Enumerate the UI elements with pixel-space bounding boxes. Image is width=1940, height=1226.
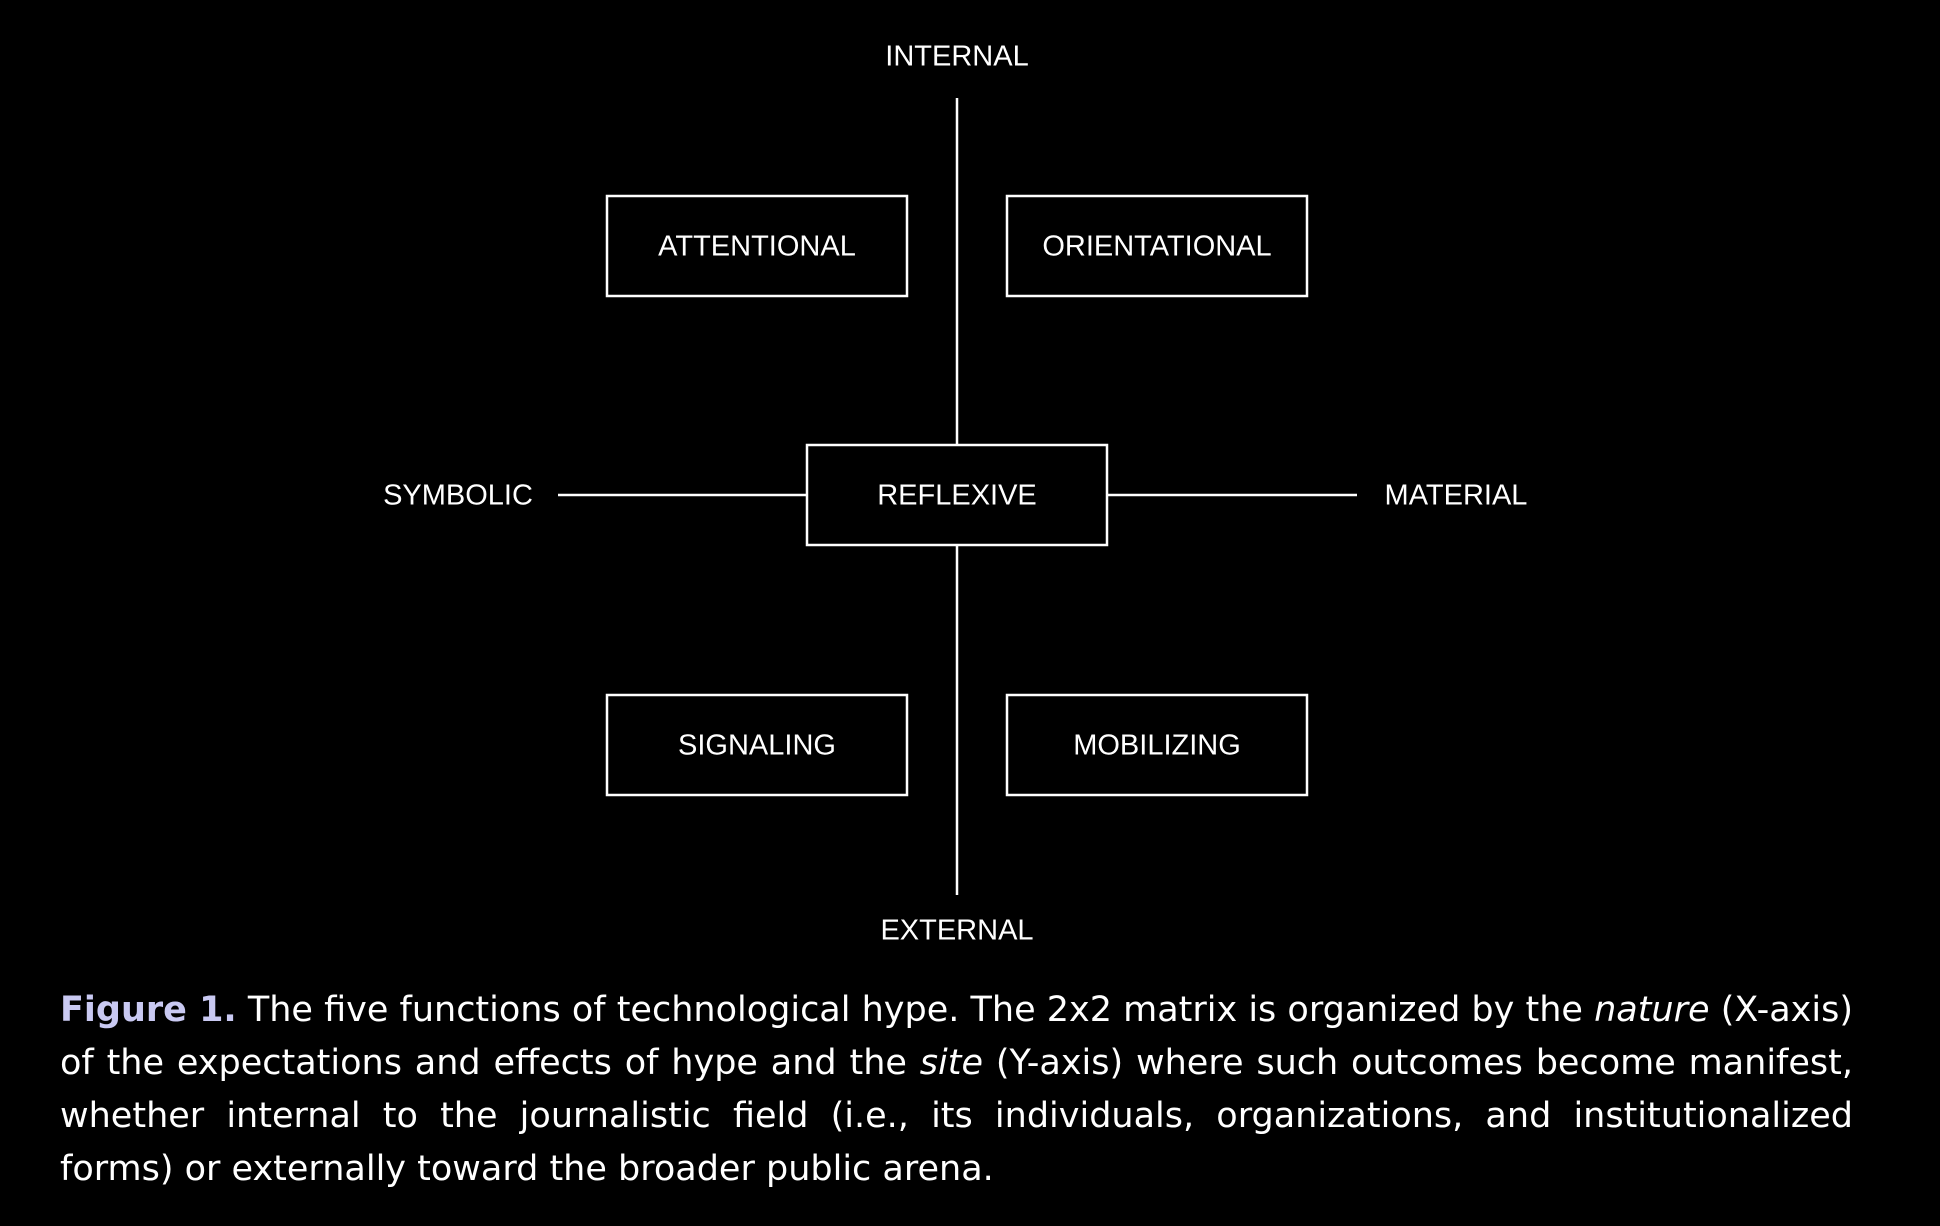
caption-text-part2: (X-axis) of the expectations and effects… (60, 990, 1853, 1083)
figure-label: Figure 1. (60, 990, 237, 1030)
caption-text-part3: (Y-axis) where such outcomes become mani… (60, 1043, 1853, 1189)
axis-label-material: MATERIAL (1385, 480, 1528, 512)
function-label-reflexive: REFLEXIVE (877, 480, 1037, 512)
function-label-orientational: ORIENTATIONAL (1042, 231, 1271, 263)
axis-label-external: EXTERNAL (880, 915, 1033, 947)
function-box-attentional: ATTENTIONAL (605, 194, 909, 298)
function-box-signaling: SIGNALING (605, 693, 909, 797)
function-box-orientational: ORIENTATIONAL (1005, 194, 1309, 298)
caption-emphasis-site: site (919, 1043, 983, 1083)
hype-functions-diagram: INTERNAL EXTERNAL SYMBOLIC MATERIAL ATTE… (383, 41, 1528, 947)
function-label-mobilizing: MOBILIZING (1073, 730, 1241, 762)
axis-label-internal: INTERNAL (885, 41, 1028, 73)
caption-emphasis-nature: nature (1594, 990, 1710, 1030)
function-box-mobilizing: MOBILIZING (1005, 693, 1309, 797)
function-label-signaling: SIGNALING (678, 730, 836, 762)
figure-caption: Figure 1. The five functions of technolo… (60, 984, 1853, 1196)
caption-text-part1: The five functions of technological hype… (247, 990, 1583, 1030)
axis-label-symbolic: SYMBOLIC (383, 480, 533, 512)
function-label-attentional: ATTENTIONAL (658, 231, 856, 263)
function-box-reflexive: REFLEXIVE (805, 443, 1109, 547)
